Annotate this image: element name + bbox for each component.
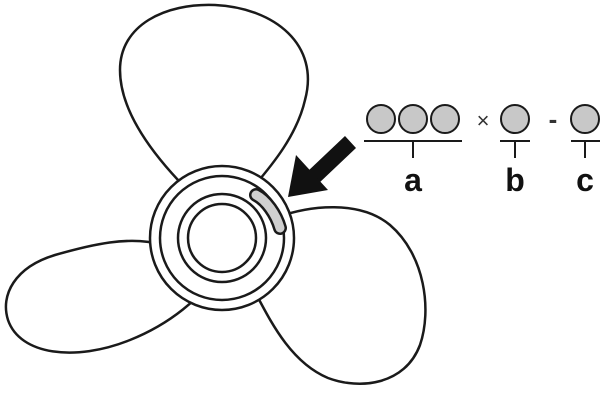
code-group-b <box>500 104 530 158</box>
code-circle <box>570 104 600 134</box>
code-circle <box>430 104 460 134</box>
hub-inner-ring <box>186 202 258 274</box>
code-circle <box>500 104 530 134</box>
label-a: a <box>404 162 422 198</box>
code-circle <box>398 104 428 134</box>
arrow-shaft <box>307 136 356 184</box>
dash-symbol: - <box>549 104 558 134</box>
code-group-c <box>570 104 600 158</box>
arrow-icon <box>288 136 356 197</box>
arrow-head <box>288 155 328 197</box>
code-circle <box>366 104 396 134</box>
propeller-icon <box>4 3 427 385</box>
times-symbol: × <box>477 108 490 133</box>
propeller-blade-top <box>118 3 310 187</box>
hub-marking-slot-fill <box>251 190 285 233</box>
label-c: c <box>576 162 594 198</box>
propeller-blade-right <box>253 206 427 385</box>
label-b: b <box>505 162 525 198</box>
code-group-a <box>364 104 462 158</box>
propeller-hub <box>148 164 296 312</box>
